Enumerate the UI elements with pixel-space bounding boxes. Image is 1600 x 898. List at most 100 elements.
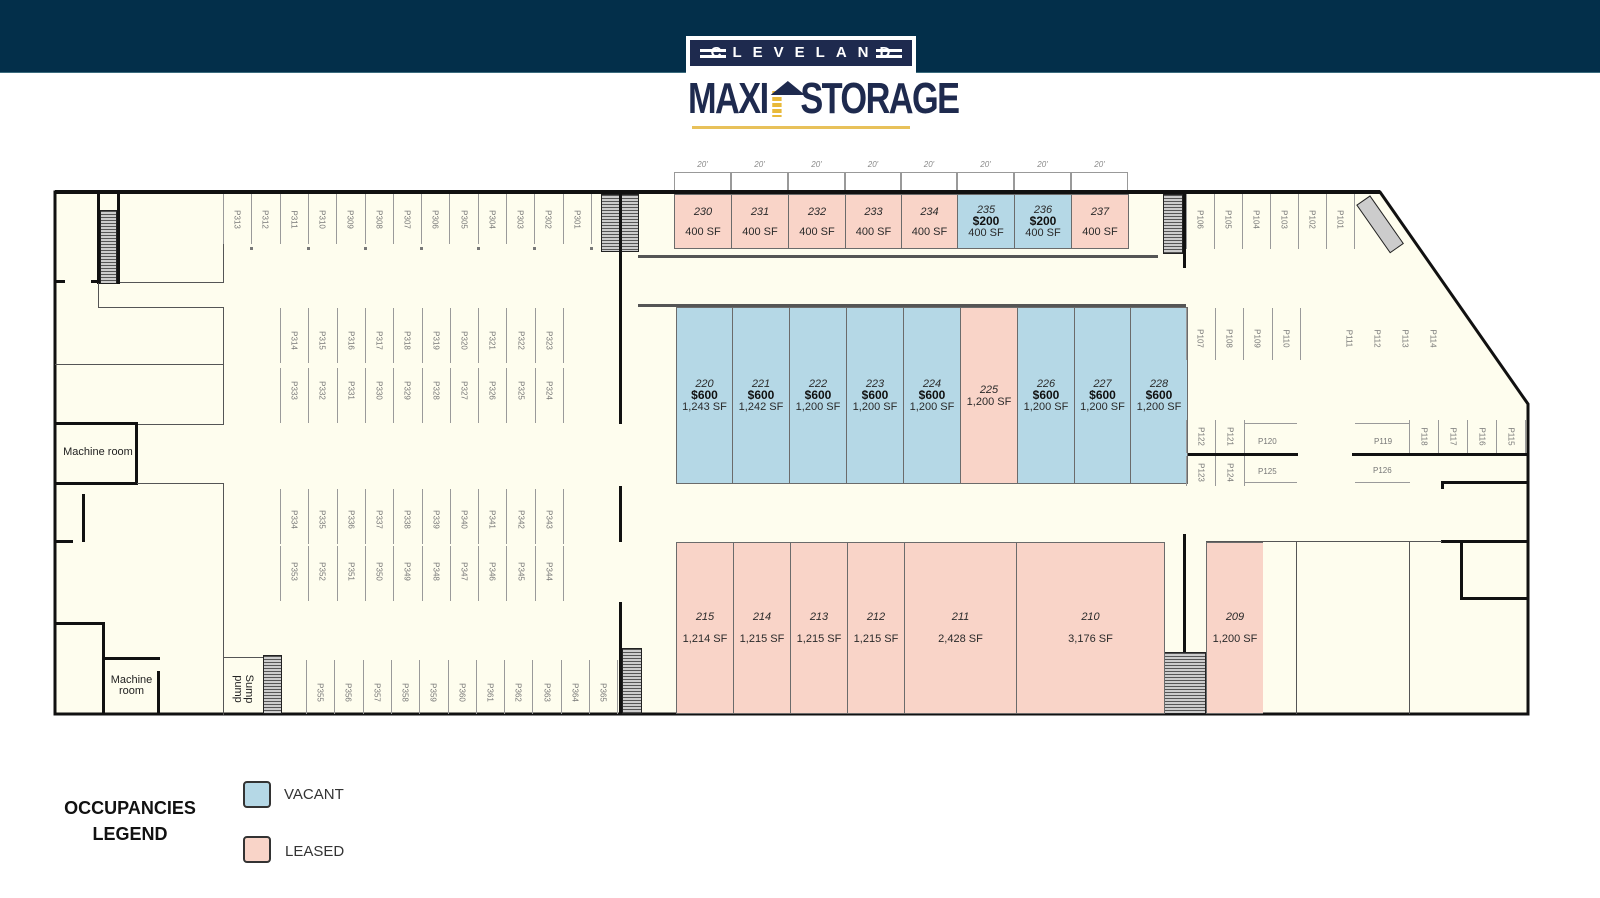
parking-space-label: P315 xyxy=(317,331,327,350)
parking-space-label: P101 xyxy=(1335,210,1345,229)
unit-212[interactable]: 212 1,215 SF xyxy=(847,542,905,714)
parking-space-label: P306 xyxy=(430,210,440,229)
unit-area: 1,215 SF xyxy=(796,633,842,645)
parking-space-label: P338 xyxy=(402,510,412,529)
parking-line xyxy=(534,308,536,363)
wall xyxy=(55,622,103,625)
bollard xyxy=(476,247,480,250)
legend-title: OCCUPANCIES LEGEND xyxy=(64,798,196,844)
unit-number: 231 xyxy=(750,205,770,218)
wall xyxy=(1460,597,1528,600)
parking-space-label: P330 xyxy=(374,381,384,400)
parking-line xyxy=(449,489,451,544)
unit-number: 236 xyxy=(1033,204,1053,216)
unit-price: $600 xyxy=(804,388,832,402)
wall xyxy=(1441,481,1528,484)
parking-space-label: P309 xyxy=(345,210,355,229)
unit-area: 1,215 SF xyxy=(853,633,899,645)
unit-number: 212 xyxy=(866,611,886,623)
unit-number: 209 xyxy=(1225,611,1245,623)
unit-area: 400 SF xyxy=(742,225,778,238)
unit-price: $600 xyxy=(747,388,775,402)
parking-space-label: P333 xyxy=(289,381,299,400)
parking-space-label: P117 xyxy=(1448,427,1457,446)
machine-room-label: Machine room xyxy=(110,674,153,697)
parking-line xyxy=(251,194,253,244)
parking-space-label: P106 xyxy=(1195,210,1205,229)
stairs-right-bottom xyxy=(1162,652,1206,714)
parking-line xyxy=(1186,194,1187,249)
wall xyxy=(619,194,622,424)
parking-space-label: P123 xyxy=(1196,463,1205,482)
parking-line xyxy=(308,546,310,601)
wall xyxy=(98,283,99,308)
bollard xyxy=(589,247,593,250)
wall xyxy=(223,483,224,715)
wall xyxy=(638,255,1158,258)
parking-space-label: P360 xyxy=(457,683,467,702)
parking-line xyxy=(1355,482,1410,483)
unit-number: 226 xyxy=(1036,378,1056,390)
parking-space-label: P121 xyxy=(1225,427,1234,446)
unit-area: 2,428 SF xyxy=(938,633,983,645)
unit-area: 1,214 SF xyxy=(682,633,728,645)
unit-number: 215 xyxy=(695,611,715,623)
parking-space-label: P316 xyxy=(346,331,356,350)
parking-line xyxy=(393,546,395,601)
unit-number: 228 xyxy=(1149,378,1169,390)
parking-space-label: P317 xyxy=(374,331,384,350)
parking-space-label: P125 xyxy=(1258,467,1277,476)
parking-line xyxy=(478,489,480,544)
wall xyxy=(82,494,85,542)
unit-price: $600 xyxy=(691,388,718,402)
parking-space-label: P319 xyxy=(431,331,441,350)
wall xyxy=(157,671,160,714)
parking-space-label: P337 xyxy=(374,510,384,529)
dimension-label: 20' xyxy=(754,160,765,169)
unit-area: 400 SF xyxy=(1082,225,1118,238)
stairs-right-top xyxy=(1163,194,1183,254)
parking-space-label: P119 xyxy=(1374,437,1393,446)
unit-price: $600 xyxy=(918,388,946,402)
parking-line xyxy=(336,194,338,244)
parking-space-label: P359 xyxy=(428,683,438,702)
wall xyxy=(117,194,120,284)
parking-space-label: P307 xyxy=(402,210,412,229)
parking-line xyxy=(449,546,451,601)
dimension-bracket xyxy=(1014,172,1071,192)
parking-space-label: P116 xyxy=(1477,427,1486,446)
unit-area: 400 SF xyxy=(1025,227,1061,239)
parking-line xyxy=(393,368,395,423)
bollard xyxy=(363,247,367,250)
parking-line xyxy=(1354,194,1355,249)
parking-space-label: P331 xyxy=(346,381,356,400)
parking-line xyxy=(393,489,395,544)
parking-line xyxy=(336,489,338,544)
parking-line xyxy=(534,546,536,601)
unit-231[interactable]: 231 400 SF xyxy=(731,194,789,249)
unit-215[interactable]: 215 1,214 SF xyxy=(676,542,734,714)
unit-area: 1,200 SF xyxy=(966,395,1012,408)
parking-line xyxy=(1214,308,1216,360)
